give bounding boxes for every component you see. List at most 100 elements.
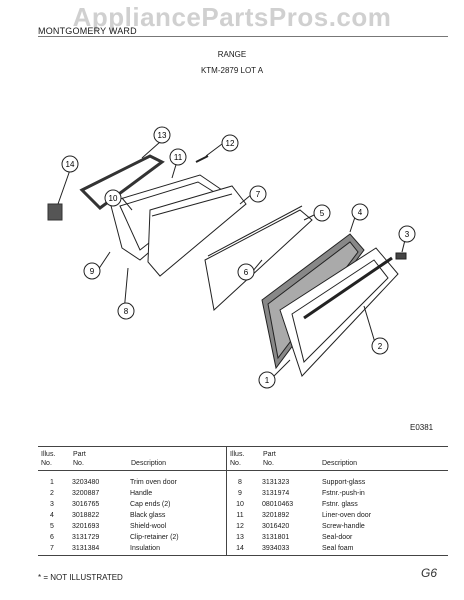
right-parts-list: 8 3131323 Support-glass 9 3131974 Fstnr.-push… bbox=[226, 477, 448, 554]
callout-14: 14 bbox=[61, 155, 79, 173]
illus-no-cell: 13 bbox=[236, 534, 244, 541]
callout-2: 2 bbox=[371, 337, 389, 355]
description-cell: Fstnr.-push-in bbox=[322, 490, 365, 497]
left-description-header: Description bbox=[131, 460, 167, 467]
illus-no-cell: 9 bbox=[238, 490, 242, 497]
insulation-part bbox=[147, 185, 247, 277]
part-no-cell: 3200887 bbox=[72, 490, 100, 497]
part-no-cell: 08010463 bbox=[262, 501, 294, 508]
svg-text:3: 3 bbox=[405, 230, 410, 239]
description-cell: Support-glass bbox=[322, 479, 366, 486]
part-no-cell: 3016420 bbox=[262, 523, 290, 530]
illus-no-cell: 8 bbox=[238, 479, 242, 486]
illus-no-cell: 10 bbox=[236, 501, 244, 508]
seal-door-part bbox=[79, 154, 165, 210]
illus-no-cell: 5 bbox=[50, 523, 54, 530]
table-header-rule bbox=[38, 470, 448, 471]
svg-text:7: 7 bbox=[256, 190, 261, 199]
callout-labels: 13 12 11 14 10 7 5 4 3 6 9 8 2 1 bbox=[61, 126, 416, 389]
callout-3: 3 bbox=[398, 225, 416, 243]
part-no-cell: 3018822 bbox=[72, 512, 100, 519]
part-no-cell: 3934033 bbox=[262, 545, 290, 552]
svg-text:1: 1 bbox=[265, 376, 270, 385]
cap-end-part bbox=[395, 252, 407, 260]
illus-no-cell: 11 bbox=[236, 512, 244, 519]
brand-header: MONTGOMERY WARD bbox=[38, 26, 137, 36]
table-column-divider bbox=[226, 446, 227, 555]
table-bottom-rule bbox=[38, 555, 448, 556]
description-cell: Shield-wool bbox=[130, 523, 167, 530]
callout-1: 1 bbox=[258, 371, 276, 389]
screw-part bbox=[195, 155, 209, 163]
page-title: RANGE bbox=[217, 50, 247, 59]
description-cell: Cap ends (2) bbox=[130, 501, 171, 508]
shield-wool-part bbox=[204, 209, 313, 311]
callout-6: 6 bbox=[237, 263, 255, 281]
callout-9: 9 bbox=[83, 262, 101, 280]
part-no-cell: 3131974 bbox=[262, 490, 290, 497]
illus-no-cell: 14 bbox=[236, 545, 244, 552]
svg-text:12: 12 bbox=[226, 139, 235, 148]
callout-4: 4 bbox=[351, 203, 369, 221]
svg-text:4: 4 bbox=[358, 208, 363, 217]
illus-no-cell: 12 bbox=[236, 523, 244, 530]
callout-11: 11 bbox=[169, 148, 187, 166]
description-cell: Seal foam bbox=[322, 545, 354, 552]
left-illus-header: Illus.No. bbox=[41, 451, 56, 467]
description-cell: Insulation bbox=[130, 545, 160, 552]
illus-no-cell: 3 bbox=[50, 501, 54, 508]
table-row: 14 3934033 Seal foam bbox=[226, 543, 448, 554]
illus-no-cell: 1 bbox=[50, 479, 54, 486]
part-no-cell: 3203480 bbox=[72, 479, 100, 486]
watermark: AppliancePartsPros.com bbox=[72, 2, 392, 32]
seal-foam-part bbox=[47, 203, 63, 221]
svg-text:13: 13 bbox=[158, 131, 167, 140]
callout-12: 12 bbox=[221, 134, 239, 152]
not-illustrated-note: * = NOT ILLUSTRATED bbox=[38, 573, 123, 582]
illus-no-cell: 2 bbox=[50, 490, 54, 497]
table-row: 1 3203480 Trim oven door bbox=[38, 477, 226, 488]
illus-no-cell: 4 bbox=[50, 512, 54, 519]
part-no-cell: 3131323 bbox=[262, 479, 290, 486]
table-row: 4 3018822 Black glass bbox=[38, 510, 226, 521]
table-row: 8 3131323 Support-glass bbox=[226, 477, 448, 488]
svg-text:11: 11 bbox=[174, 153, 183, 162]
description-cell: Black glass bbox=[130, 512, 166, 519]
callout-13: 13 bbox=[153, 126, 171, 144]
table-row: 13 3131801 Seal-door bbox=[226, 532, 448, 543]
part-no-cell: 3201892 bbox=[262, 512, 290, 519]
svg-text:2: 2 bbox=[378, 342, 383, 351]
callout-7: 7 bbox=[249, 185, 267, 203]
callout-10: 10 bbox=[104, 189, 122, 207]
model-number: KTM-2879 LOT A bbox=[200, 66, 264, 75]
table-row: 7 3131384 Insulation bbox=[38, 543, 226, 554]
part-no-cell: 3131384 bbox=[72, 545, 100, 552]
svg-text:10: 10 bbox=[109, 194, 118, 203]
part-no-cell: 3131801 bbox=[262, 534, 290, 541]
table-top-rule bbox=[38, 446, 448, 447]
svg-text:5: 5 bbox=[320, 209, 325, 218]
right-description-header: Description bbox=[322, 460, 358, 467]
table-row: 9 3131974 Fstnr.-push-in bbox=[226, 488, 448, 499]
trim-door-part bbox=[279, 247, 399, 377]
diagram-code: E0381 bbox=[410, 423, 434, 432]
part-no-cell: 3131729 bbox=[72, 534, 100, 541]
description-cell: Liner-oven door bbox=[322, 512, 372, 519]
handwritten-mark: G6 bbox=[421, 566, 438, 580]
description-cell: Trim oven door bbox=[130, 479, 177, 486]
header-rule bbox=[38, 36, 448, 37]
right-illus-header: Illus.No. bbox=[230, 451, 245, 467]
illus-no-cell: 7 bbox=[50, 545, 54, 552]
callout-5: 5 bbox=[313, 204, 331, 222]
description-cell: Seal-door bbox=[322, 534, 353, 541]
svg-text:6: 6 bbox=[244, 268, 249, 277]
